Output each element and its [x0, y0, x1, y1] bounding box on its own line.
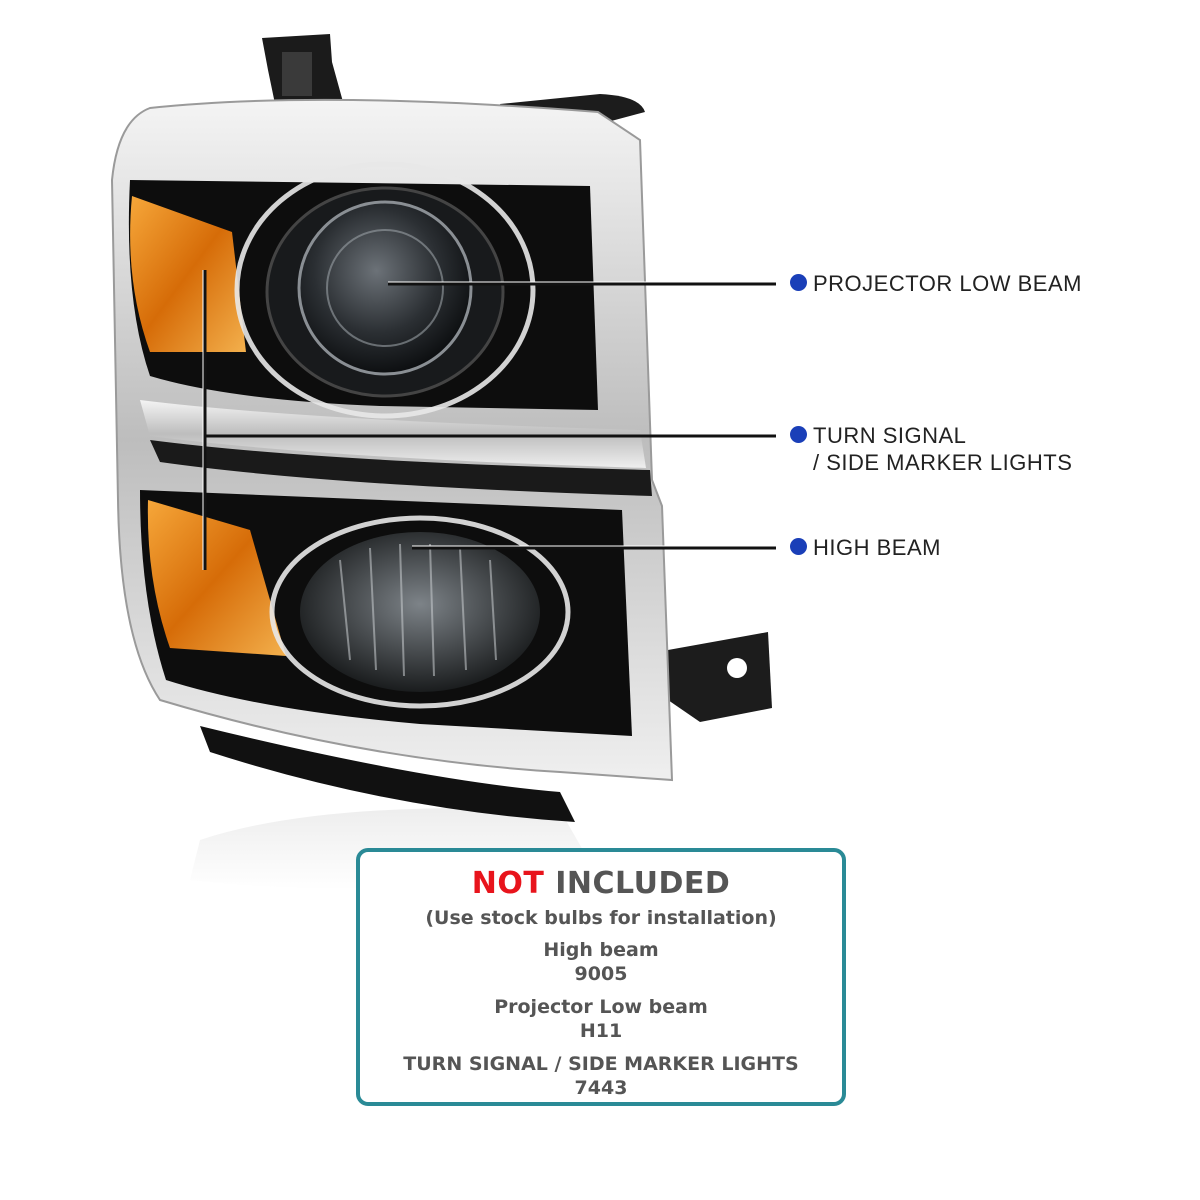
- side-mount-tab: [668, 632, 772, 722]
- callout-low-beam: PROJECTOR LOW BEAM: [790, 270, 1082, 297]
- high-beam-reflector: [300, 532, 540, 692]
- bottom-trim: [200, 726, 575, 822]
- callout-high-beam: HIGH BEAM: [790, 534, 941, 561]
- high-beam-halo: [269, 515, 571, 709]
- callout-turn-signal-label: TURN SIGNAL / SIDE MARKER LIGHTS: [813, 423, 1073, 475]
- projector-halo: [234, 161, 536, 419]
- callout-high-beam-label: HIGH BEAM: [813, 535, 941, 560]
- middle-black-strip: [150, 440, 652, 496]
- bullet-dot-icon: [790, 426, 807, 443]
- bulb-item: High beam 9005: [543, 939, 659, 985]
- not-included-heading: NOT INCLUDED: [471, 866, 731, 901]
- bulb-item: TURN SIGNAL / SIDE MARKER LIGHTS 7443: [403, 1053, 799, 1099]
- lower-amber-lens: [147, 500, 286, 656]
- callout-turn-signal: TURN SIGNAL / SIDE MARKER LIGHTS: [790, 422, 1072, 476]
- projector-lens: [297, 200, 473, 376]
- installation-note: (Use stock bulbs for installation): [425, 907, 777, 929]
- callout-low-beam-label: PROJECTOR LOW BEAM: [813, 271, 1082, 296]
- bullet-dot-icon: [790, 538, 807, 555]
- bullet-dot-icon: [790, 274, 807, 291]
- middle-chrome-bar: [140, 400, 646, 468]
- upper-amber-lens: [130, 196, 246, 352]
- bulb-item: Projector Low beam H11: [494, 996, 708, 1042]
- not-included-box: NOT INCLUDED (Use stock bulbs for instal…: [356, 848, 846, 1106]
